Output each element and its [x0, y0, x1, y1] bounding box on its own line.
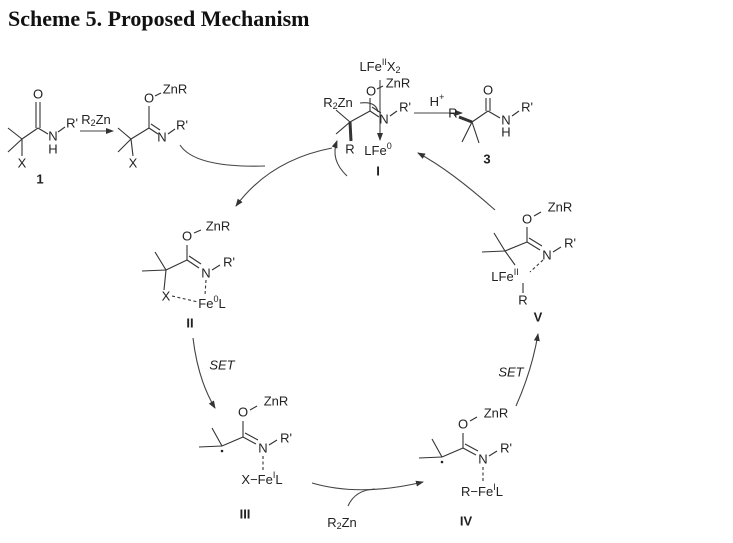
set-label: SET [209, 357, 235, 372]
intermediate-V: O ZnR N R' LFeII R V [481, 199, 576, 324]
atom-r: R [518, 292, 527, 307]
atom-o: O [458, 416, 468, 431]
atom-n: N [542, 247, 551, 262]
intermediate-III: O ZnR N R' X−FeIL III [198, 393, 292, 521]
atom-znr: ZnR [264, 393, 289, 408]
atom-o: O [522, 211, 532, 226]
cycle-arrow-II-to-III [192, 337, 216, 409]
atom-n: N [48, 128, 57, 143]
atom-n: N [379, 111, 388, 126]
atom-r-prime: R' [280, 430, 292, 445]
atom-x: X [18, 155, 27, 170]
atom-x-fe-l: X−FeIL [241, 470, 282, 487]
atom-o: O [144, 90, 154, 105]
atom-r-prime: R' [176, 117, 188, 132]
atom-r: R [448, 105, 457, 120]
atom-h: H [48, 141, 57, 156]
atom-r-prime: R' [564, 235, 576, 250]
product-release-arrow [331, 140, 348, 177]
atom-o: O [182, 228, 192, 243]
r2zn-curved-arrow [359, 102, 379, 113]
r2zn-entry-arrow [347, 488, 376, 507]
atom-r-prime: R' [223, 254, 235, 269]
atom-n: N [258, 440, 267, 455]
cycle-arrow-IV-to-V [515, 333, 540, 407]
intermediate-II: X O ZnR N R' Fe0L II [141, 218, 235, 330]
atom-n: N [478, 451, 487, 466]
atom-o: O [33, 86, 43, 101]
intermediate-IV: O ZnR N R' R−FeIL IV [418, 405, 512, 528]
catalyst-lfe0: LFe0 [364, 141, 391, 158]
atom-znr: ZnR [386, 75, 411, 90]
compound-label-II: II [186, 315, 193, 330]
cycle-arrow-III-to-IV [311, 480, 424, 491]
reagent-r2zn: R2Zn [327, 515, 357, 531]
cycle-arrow-V-to-I [417, 152, 496, 211]
compound-label-1: 1 [36, 171, 43, 186]
product-3: R O N H R' 3 [448, 82, 533, 166]
enolate-entry-arrow [179, 144, 266, 167]
atom-o: O [483, 82, 493, 97]
compound-label-3: 3 [483, 151, 490, 166]
compound-label-IV: IV [460, 513, 473, 528]
atom-znr: ZnR [206, 218, 231, 233]
reagent-r2zn: R2Zn [81, 112, 111, 128]
atom-znr: ZnR [548, 199, 573, 214]
set-label: SET [498, 364, 524, 379]
atom-o: O [238, 404, 248, 419]
atom-r-prime: R' [399, 99, 411, 114]
atom-n: N [201, 265, 210, 280]
atom-fe0l: Fe0L [198, 294, 225, 311]
atom-r-fe-l: R−FeIL [461, 482, 503, 499]
atom-znr: ZnR [163, 81, 188, 96]
atom-r: R [345, 141, 354, 156]
cycle-arrow-I-to-II [235, 147, 333, 207]
atom-n: N [157, 129, 166, 144]
atom-h: H [501, 124, 510, 139]
scheme-title: Scheme 5. Proposed Mechanism [8, 6, 310, 31]
atom-o: O [366, 83, 376, 98]
zinc-enolate: X O ZnR N R' [117, 81, 188, 170]
reagent-r2zn: R2Zn [323, 95, 353, 111]
reagent-proton: H+ [430, 92, 445, 109]
alkylated-enolate: R O ZnR N R' [335, 75, 411, 156]
atom-r-prime: R' [521, 99, 533, 114]
atom-znr: ZnR [484, 405, 509, 420]
compound-label-I: I [376, 163, 380, 178]
atom-x: X [129, 155, 138, 170]
atom-r-prime: R' [66, 115, 78, 130]
precatalyst: LFeIIX2 [359, 57, 400, 75]
compound-label-V: V [534, 309, 543, 324]
atom-lfe-ii: LFeII [491, 267, 518, 284]
atom-n: N [501, 112, 510, 127]
atom-r-prime: R' [500, 440, 512, 455]
atom-x: X [162, 288, 171, 303]
compound-1: X O N H R' 1 [7, 86, 78, 186]
compound-label-III: III [240, 506, 251, 521]
